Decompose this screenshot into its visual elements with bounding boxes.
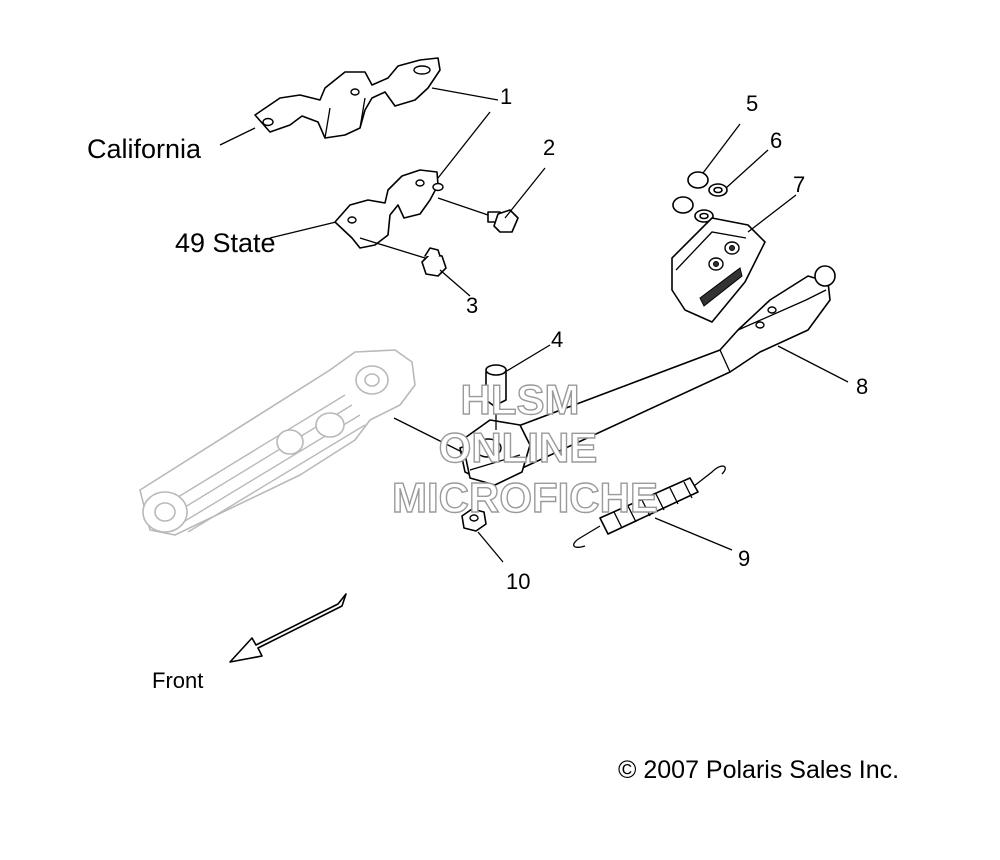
callout-2: 2: [543, 135, 555, 160]
callout-8: 8: [856, 374, 868, 399]
bolt-part-2: [437, 197, 519, 233]
callout-7: 7: [793, 172, 805, 197]
leader-lines: [219, 87, 849, 563]
callout-6: 6: [770, 128, 782, 153]
callout-10: 10: [506, 569, 530, 594]
label-california: California: [87, 134, 202, 164]
pad-part-7: [671, 217, 766, 323]
callout-9: 9: [738, 546, 750, 571]
pin-part-4: [485, 364, 507, 430]
callout-5: 5: [746, 91, 758, 116]
watermark-line-3: MICROFICHE: [392, 474, 658, 521]
spring-part-9: [573, 465, 726, 548]
cap-part-5: [672, 171, 709, 214]
callout-3: 3: [466, 293, 478, 318]
frame-ghost: [139, 349, 416, 536]
callout-numbers: 1 2 3 4 5 6 7 8 9 10: [466, 84, 868, 594]
callout-1: 1: [500, 84, 512, 109]
front-arrow: [229, 593, 347, 663]
bolt-part-3: [359, 237, 447, 277]
washer-part-6: [694, 183, 728, 223]
kickstand-part-8: [459, 265, 836, 486]
bracket-49-state: [334, 169, 444, 249]
callout-4: 4: [551, 327, 563, 352]
nut-part-10: [461, 508, 487, 532]
label-front: Front: [152, 668, 203, 693]
watermark-line-2: ONLINE: [439, 424, 598, 471]
watermark-line-1: HLSM: [461, 376, 580, 423]
watermark: HLSM ONLINE MICROFICHE: [391, 375, 658, 521]
copyright-text: © 2007 Polaris Sales Inc.: [618, 756, 899, 784]
bracket-california: [254, 57, 441, 139]
label-49-state: 49 State: [175, 228, 276, 258]
